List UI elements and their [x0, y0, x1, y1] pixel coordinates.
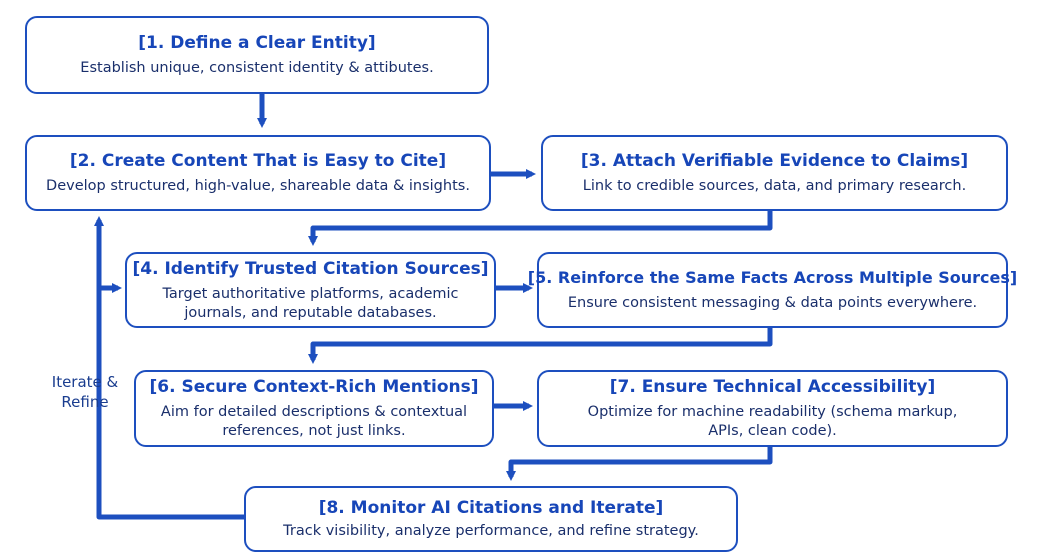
step-4-description: Target authoritative platforms, academic… — [162, 285, 459, 321]
step-8-title: [8. Monitor AI Citations and Iterate] — [318, 498, 664, 518]
step-6-box: [6. Secure Context-Rich Mentions] Aim fo… — [134, 370, 494, 447]
loop-line — [94, 216, 244, 520]
step-4-title: [4. Identify Trusted Citation Sources] — [132, 258, 489, 279]
step-5-title: [5. Reinforce the Same Facts Across Mult… — [527, 268, 1018, 287]
step-1-box: [1. Define a Clear Entity] Establish uni… — [25, 16, 489, 94]
step-7-box: [7. Ensure Technical Accessibility] Opti… — [537, 370, 1008, 447]
step-3-title: [3. Attach Verifiable Evidence to Claims… — [580, 151, 969, 171]
step-1-title: [1. Define a Clear Entity] — [138, 33, 376, 53]
arrow-5-to-6 — [308, 328, 773, 364]
step-8-box: [8. Monitor AI Citations and Iterate] Tr… — [244, 486, 738, 552]
step-3-description: Link to credible sources, data, and prim… — [582, 178, 967, 194]
step-7-title: [7. Ensure Technical Accessibility] — [609, 377, 936, 397]
step-7-description: Optimize for machine readability (schema… — [587, 404, 958, 439]
iterate-refine-label: Iterate & Refine — [51, 373, 119, 411]
step-3-box: [3. Attach Verifiable Evidence to Claims… — [541, 135, 1008, 211]
step-2-description: Develop structured, high-value, shareabl… — [46, 178, 470, 194]
step-5-description: Ensure consistent messaging & data point… — [567, 295, 978, 311]
step-4-box: [4. Identify Trusted Citation Sources] T… — [125, 252, 496, 328]
step-2-title: [2. Create Content That is Easy to Cite] — [69, 151, 447, 171]
step-6-title: [6. Secure Context-Rich Mentions] — [149, 377, 479, 397]
step-2-box: [2. Create Content That is Easy to Cite]… — [25, 135, 491, 211]
arrow-7-to-8 — [506, 447, 773, 481]
step-6-description: Aim for detailed descriptions & contextu… — [160, 404, 468, 439]
arrow-3-to-4 — [308, 211, 773, 246]
step-1-description: Establish unique, consistent identity & … — [80, 60, 434, 76]
step-5-box: [5. Reinforce the Same Facts Across Mult… — [528, 252, 1017, 328]
step-8-description: Track visibility, analyze performance, a… — [283, 523, 699, 539]
